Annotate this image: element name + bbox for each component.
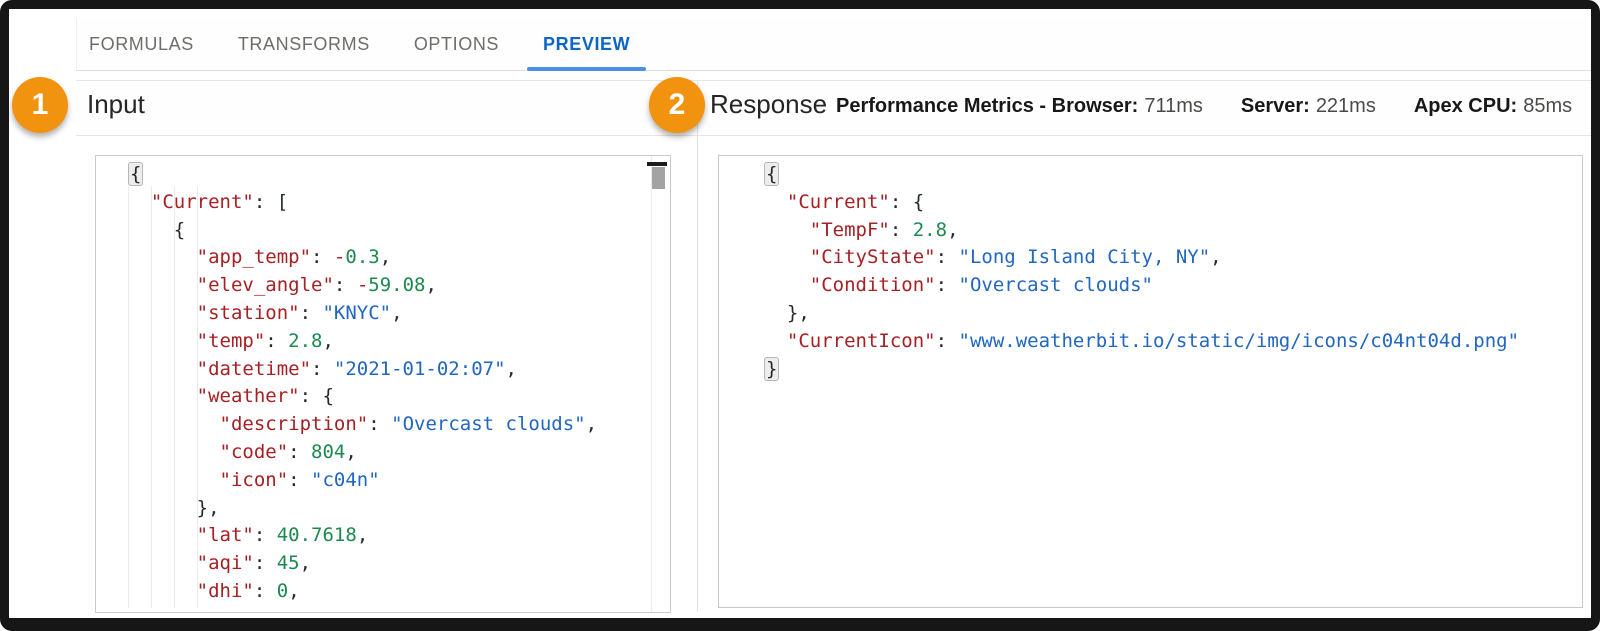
indent-guide (128, 186, 129, 608)
code-line: { (128, 162, 144, 186)
tab-preview[interactable]: PREVIEW (526, 18, 647, 71)
code-line: "TempF": 2.8, (809, 218, 959, 241)
input-json-code: { "Current": [ { "app_temp": -0.3, "elev… (96, 161, 670, 612)
step-1-badge: 1 (12, 77, 68, 133)
metric-apex-cpu-value: 85ms (1523, 95, 1573, 117)
section-header-band (76, 80, 1591, 136)
code-line: "Condition": "Overcast clouds" (809, 274, 1153, 297)
metric-apex-cpu-label: Apex CPU: (1413, 95, 1518, 117)
code-line: "description": "Overcast clouds", (219, 413, 598, 436)
response-code-viewer[interactable]: { "Current": { "TempF": 2.8, "CityState"… (718, 155, 1583, 608)
performance-metrics: Performance Metrics - Browser:711ms Serv… (836, 95, 1572, 118)
code-line: "Current": [ (150, 190, 289, 213)
code-line: "temp": 2.8, (196, 329, 334, 352)
metric-server: Server:221ms (1241, 95, 1376, 118)
code-line: "icon": "c04n" (219, 468, 380, 491)
metric-apex-cpu: Apex CPU:85ms (1414, 95, 1572, 118)
code-line: "lat": 40.7618, (196, 524, 369, 547)
indent-guide (197, 186, 198, 608)
code-line: } (764, 356, 780, 381)
indent-guide (174, 186, 175, 608)
response-json-code: { "Current": { "TempF": 2.8, "CityState"… (719, 161, 1582, 607)
code-line: "datetime": "2021-01-02:07", (196, 357, 517, 380)
code-line: { (128, 218, 186, 241)
input-code-editor[interactable]: { "Current": [ { "app_temp": -0.3, "elev… (95, 155, 671, 613)
response-panel-title: Response (710, 89, 828, 119)
code-line: "CityState": "Long Island City, NY", (809, 246, 1222, 269)
code-line: "code": 804, (219, 440, 357, 463)
code-line: "Current": { (786, 190, 925, 213)
indent-guide (151, 186, 152, 608)
scrollbar-thumb[interactable] (652, 167, 665, 189)
scrollbar-track[interactable] (651, 156, 670, 612)
code-line: }, (128, 496, 220, 519)
step-2-badge: 2 (649, 77, 705, 133)
tab-options[interactable]: OPTIONS (413, 33, 500, 54)
code-line: "dhi": 0, (196, 579, 300, 602)
code-line: "weather": { (196, 385, 334, 408)
panel-divider (697, 80, 698, 612)
code-line: "aqi": 45, (196, 552, 312, 575)
code-line: }, (764, 301, 810, 324)
app-canvas: FORMULAS TRANSFORMS OPTIONS PREVIEW 1 In… (9, 9, 1591, 618)
code-line: "elev_angle": -59.08, (196, 274, 437, 297)
tab-bar: FORMULAS TRANSFORMS OPTIONS PREVIEW (76, 18, 1591, 71)
metric-browser: Performance Metrics - Browser:711ms (836, 95, 1203, 118)
scrollbar-top-cap (647, 162, 667, 166)
code-line: "station": "KNYC", (196, 301, 403, 324)
metric-server-label: Server: (1240, 95, 1310, 117)
code-line: { (764, 162, 780, 186)
code-line: "app_temp": -0.3, (196, 246, 392, 269)
code-line: "CurrentIcon": "www.weatherbit.io/static… (786, 329, 1520, 352)
metric-browser-label: Performance Metrics - Browser: (836, 95, 1139, 117)
metric-server-value: 221ms (1315, 95, 1376, 117)
tab-formulas[interactable]: FORMULAS (89, 33, 194, 54)
input-panel-title: Input (87, 89, 145, 119)
metric-browser-value: 711ms (1144, 95, 1203, 117)
tab-transforms[interactable]: TRANSFORMS (237, 33, 370, 54)
